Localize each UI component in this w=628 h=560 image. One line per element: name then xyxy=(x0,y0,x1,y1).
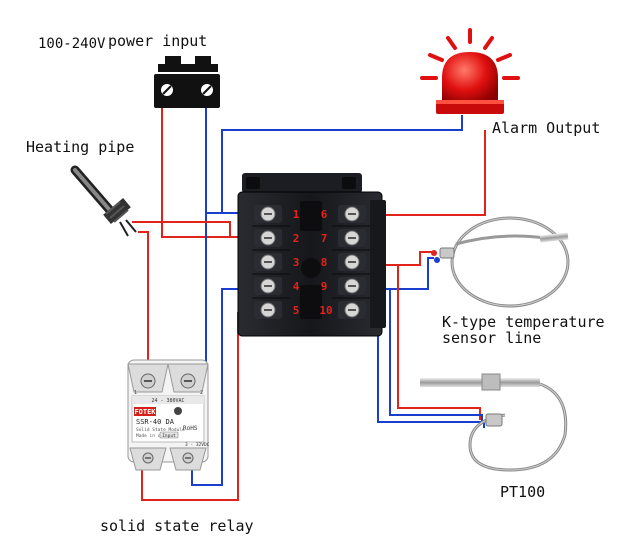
terminal-screw-10 xyxy=(338,301,366,319)
wire-heater-to-terminal-2 xyxy=(132,221,231,238)
terminal-number-4: 4 xyxy=(293,280,300,293)
terminal-number-8: 8 xyxy=(321,256,328,269)
k-type-sensor-icon xyxy=(431,216,570,308)
wire-terminal-9-to-ktype xyxy=(360,257,434,290)
solid-state-relay: 24 - 380VAC FOTEK SSR-40 DA Solid State … xyxy=(127,359,210,471)
terminal-screw-5 xyxy=(254,301,282,319)
heating-pipe-label: Heating pipe xyxy=(26,138,135,156)
relay-brand: FOTEK xyxy=(134,408,156,416)
voltage-label: 100-240V xyxy=(38,36,106,52)
wire-neutral-to-relay xyxy=(190,213,207,381)
relay-terminal-number-2: 2 xyxy=(200,390,203,396)
alarm-output-label: Alarm Output xyxy=(492,119,601,137)
relay-subtitle: Solid State Module xyxy=(136,427,185,433)
relay-model: SSR-40 DA xyxy=(136,418,175,426)
terminal-number-3: 3 xyxy=(293,256,300,269)
relay-rohs: RoHS xyxy=(183,425,198,432)
terminal-number-5: 5 xyxy=(293,304,300,317)
relay-terminal-number-1: 1 xyxy=(134,390,137,396)
terminal-screw-6 xyxy=(338,205,366,223)
wire-heater-to-relay xyxy=(138,231,149,380)
alarm-beacon-icon xyxy=(420,28,520,114)
wire-terminal-9-to-pt100 xyxy=(375,288,483,424)
wire-terminal-8-to-ktype xyxy=(360,251,432,266)
heating-pipe-icon xyxy=(70,165,137,237)
terminal-number-9: 9 xyxy=(321,280,328,293)
terminal-screw-9 xyxy=(338,277,366,295)
power-input-label: power input xyxy=(108,32,208,50)
terminal-number-10: 10 xyxy=(319,304,332,317)
terminal-number-2: 2 xyxy=(293,232,300,245)
k-type-label-line-2: sensor line xyxy=(442,329,542,347)
pt100-sensor-icon xyxy=(420,373,568,472)
terminal-screw-1 xyxy=(254,205,282,223)
terminal-screw-2 xyxy=(254,229,282,247)
terminal-number-6: 6 xyxy=(321,208,328,221)
k-type-label-line-1: K-type temperature xyxy=(442,313,605,331)
power-plug-icon xyxy=(154,56,220,108)
temperature-controller: 1 2 3 4 5 6 7 8 9 10 xyxy=(237,173,386,337)
wire-power-to-terminal-7 xyxy=(161,108,270,238)
wire-alarm-to-terminal-1 xyxy=(221,115,463,213)
terminal-screw-4 xyxy=(254,277,282,295)
relay-made-in: Made in china xyxy=(136,433,172,439)
terminal-number-7: 7 xyxy=(321,232,328,245)
pt100-label: PT100 xyxy=(500,483,546,501)
terminal-screw-7 xyxy=(338,229,366,247)
terminal-screw-3 xyxy=(254,253,282,271)
relay-load-rating: 24 - 380VAC xyxy=(151,398,184,404)
wire-alarm-to-terminal-6 xyxy=(360,130,486,216)
relay-input-label: Input xyxy=(162,433,176,439)
relay-input-rating: 3 - 32VDC xyxy=(185,442,210,448)
terminal-screw-8 xyxy=(338,253,366,271)
left-terminal-screws xyxy=(254,205,282,319)
ssr-label: solid state relay xyxy=(100,517,254,535)
terminal-number-1: 1 xyxy=(293,208,300,221)
right-terminal-screws xyxy=(338,205,366,319)
